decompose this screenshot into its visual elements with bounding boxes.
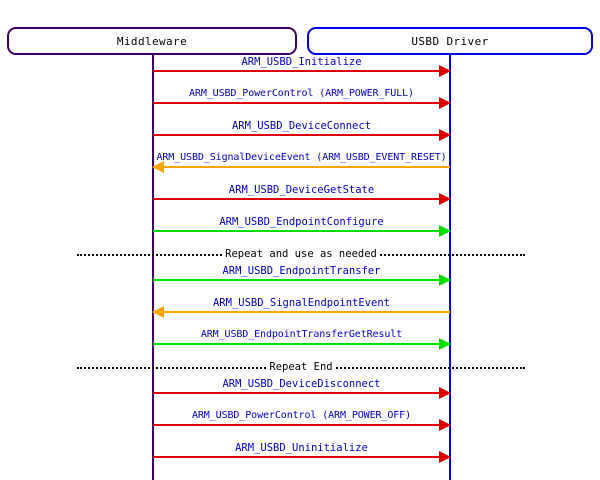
message-arm-usbd-initialize[interactable]: ARM_USBD_Initialize bbox=[153, 47, 451, 77]
message-label: ARM_USBD_Uninitialize bbox=[235, 442, 368, 454]
message-line bbox=[153, 311, 450, 313]
message-label: ARM_USBD_DeviceGetState bbox=[228, 184, 375, 196]
separator-repeat-end: Repeat End bbox=[77, 360, 525, 376]
lifeline-middleware bbox=[152, 55, 154, 480]
separator-label: Repeat and use as needed bbox=[222, 248, 380, 260]
message-arm-usbd-uninitialize[interactable]: ARM_USBD_Uninitialize bbox=[153, 433, 451, 463]
arrow-head-left-icon bbox=[152, 306, 164, 318]
participant-usbd-driver-label: USBD Driver bbox=[411, 34, 489, 48]
message-arm-usbd-signaldeviceevent-reset[interactable]: ARM_USBD_SignalDeviceEvent (ARM_USBD_EVE… bbox=[152, 143, 450, 173]
message-label: ARM_USBD_EndpointTransferGetResult bbox=[200, 329, 403, 340]
separator-text-wrapper: Repeat End bbox=[77, 360, 525, 375]
message-arm-usbd-devicedisconnect[interactable]: ARM_USBD_DeviceDisconnect bbox=[153, 369, 451, 399]
arrow-head-right-icon bbox=[439, 225, 451, 237]
message-label: ARM_USBD_PowerControl (ARM_POWER_OFF) bbox=[191, 410, 412, 421]
message-line bbox=[153, 134, 450, 136]
arrow-head-right-icon bbox=[439, 419, 451, 431]
message-arm-usbd-endpointtransfergetresult[interactable]: ARM_USBD_EndpointTransferGetResult bbox=[153, 320, 451, 350]
lifeline-usbd-driver bbox=[449, 55, 451, 480]
message-arm-usbd-powercontrol-full[interactable]: ARM_USBD_PowerControl (ARM_POWER_FULL) bbox=[153, 79, 451, 109]
message-line bbox=[153, 343, 450, 345]
message-label: ARM_USBD_DeviceDisconnect bbox=[222, 378, 381, 390]
message-label: ARM_USBD_EndpointConfigure bbox=[219, 216, 384, 228]
arrow-head-right-icon bbox=[439, 274, 451, 286]
message-label: ARM_USBD_DeviceConnect bbox=[231, 120, 372, 132]
message-line bbox=[153, 70, 450, 72]
separator-text-wrapper: Repeat and use as needed bbox=[77, 247, 525, 262]
separator-label: Repeat End bbox=[266, 361, 336, 373]
message-line bbox=[153, 166, 450, 168]
message-line bbox=[153, 198, 450, 200]
message-line bbox=[153, 456, 450, 458]
arrow-head-right-icon bbox=[439, 97, 451, 109]
separator-repeat-start: Repeat and use as needed bbox=[77, 247, 525, 263]
message-arm-usbd-endpointtransfer[interactable]: ARM_USBD_EndpointTransfer bbox=[153, 256, 451, 286]
message-label: ARM_USBD_SignalEndpointEvent bbox=[212, 297, 390, 309]
message-arm-usbd-endpointconfigure[interactable]: ARM_USBD_EndpointConfigure bbox=[153, 207, 451, 237]
message-arm-usbd-signalendpointevent[interactable]: ARM_USBD_SignalEndpointEvent bbox=[152, 288, 450, 318]
participant-usbd-driver[interactable]: USBD Driver bbox=[307, 27, 593, 55]
participant-middleware[interactable]: Middleware bbox=[7, 27, 297, 55]
message-line bbox=[153, 279, 450, 281]
message-arm-usbd-devicegetstate[interactable]: ARM_USBD_DeviceGetState bbox=[153, 175, 451, 205]
message-arm-usbd-powercontrol-off[interactable]: ARM_USBD_PowerControl (ARM_POWER_OFF) bbox=[153, 401, 451, 431]
message-label: ARM_USBD_SignalDeviceEvent (ARM_USBD_EVE… bbox=[156, 152, 447, 163]
message-label: ARM_USBD_PowerControl (ARM_POWER_FULL) bbox=[189, 88, 414, 99]
message-line bbox=[153, 424, 450, 426]
message-label: ARM_USBD_Initialize bbox=[241, 56, 362, 68]
arrow-head-right-icon bbox=[439, 451, 451, 463]
message-line bbox=[153, 230, 450, 232]
arrow-head-left-icon bbox=[152, 161, 164, 173]
message-line bbox=[153, 392, 450, 394]
arrow-head-right-icon bbox=[439, 387, 451, 399]
message-line bbox=[153, 102, 450, 104]
arrow-head-right-icon bbox=[439, 338, 451, 350]
participant-middleware-label: Middleware bbox=[116, 34, 188, 48]
message-label: ARM_USBD_EndpointTransfer bbox=[222, 265, 381, 277]
arrow-head-right-icon bbox=[439, 129, 451, 141]
arrow-head-right-icon bbox=[439, 65, 451, 77]
message-arm-usbd-deviceconnect[interactable]: ARM_USBD_DeviceConnect bbox=[153, 111, 451, 141]
arrow-head-right-icon bbox=[439, 193, 451, 205]
